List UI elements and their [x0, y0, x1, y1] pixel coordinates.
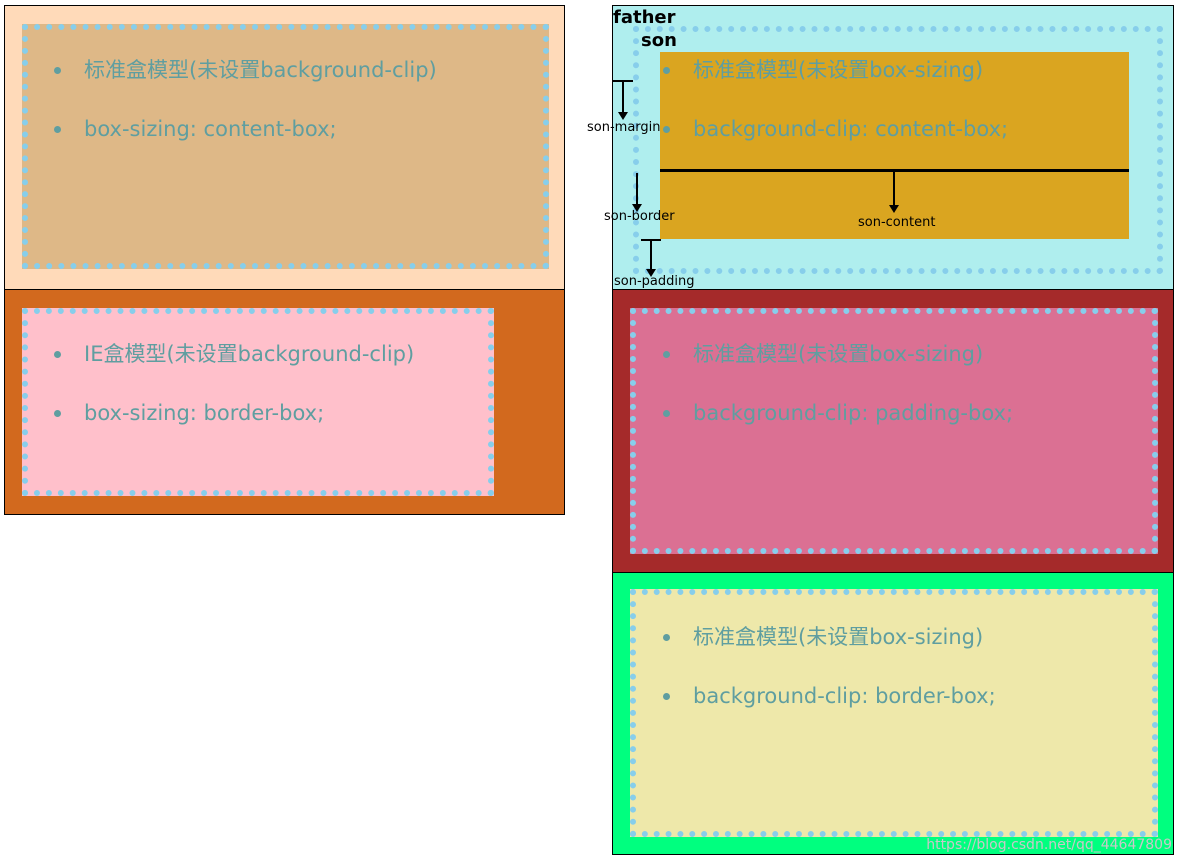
ie-line1: IE盒模型(未设置background-clip)	[84, 342, 415, 366]
list-item: background-clip: content-box;	[663, 117, 1009, 141]
padding-arrow-head	[646, 269, 656, 277]
ie-text-list: IE盒模型(未设置background-clip) box-sizing: bo…	[54, 342, 415, 425]
bullet-icon	[54, 67, 61, 74]
margin-arrow-head	[618, 112, 628, 120]
bullet-icon	[663, 126, 670, 133]
border-clip-line1: 标准盒模型(未设置box-sizing)	[693, 625, 984, 649]
father-box-content-clip: 标准盒模型(未设置box-sizing) background-clip: co…	[587, 5, 1174, 290]
standard-line2: box-sizing: content-box;	[84, 117, 337, 141]
standard-line1: 标准盒模型(未设置background-clip)	[84, 58, 437, 82]
bullet-icon	[663, 410, 670, 417]
list-item: box-sizing: border-box;	[54, 401, 414, 425]
son-margin-label: son-margin	[587, 120, 661, 135]
son-content-label: son-content	[858, 215, 936, 230]
bullet-icon	[663, 634, 670, 641]
father-box-standard: 标准盒模型(未设置background-clip) box-sizing: co…	[4, 5, 565, 290]
border-clip-line2: background-clip: border-box;	[693, 684, 996, 708]
father-box-padding-clip: 标准盒模型(未设置box-sizing) background-clip: pa…	[612, 289, 1174, 573]
bullet-icon	[54, 126, 61, 133]
father-label: father	[613, 7, 676, 28]
content-clip-line2: background-clip: content-box;	[693, 117, 1009, 141]
content-arrow-shaft	[893, 170, 895, 206]
bullet-icon	[663, 67, 670, 74]
son-box-padding-clip	[630, 308, 1158, 554]
son-border-label: son-border	[604, 209, 675, 224]
bullet-icon	[54, 410, 61, 417]
bullet-icon	[663, 693, 670, 700]
content-clip-text-list: 标准盒模型(未设置box-sizing) background-clip: co…	[663, 58, 1009, 141]
content-arrow-head	[889, 205, 899, 213]
padding-clip-text-list: 标准盒模型(未设置box-sizing) background-clip: pa…	[663, 342, 1014, 425]
son-box-ie	[22, 308, 494, 496]
list-item: 标准盒模型(未设置box-sizing)	[663, 342, 1013, 366]
son-box-standard	[22, 24, 549, 269]
list-item: 标准盒模型(未设置background-clip)	[54, 58, 437, 82]
ie-line2: box-sizing: border-box;	[84, 401, 325, 425]
son-label: son	[641, 30, 677, 51]
list-item: background-clip: border-box;	[663, 684, 996, 708]
list-item: 标准盒模型(未设置box-sizing)	[663, 625, 996, 649]
content-clip-line1: 标准盒模型(未设置box-sizing)	[693, 58, 984, 82]
list-item: box-sizing: content-box;	[54, 117, 437, 141]
son-box-border-clip	[630, 589, 1158, 837]
border-clip-text-list: 标准盒模型(未设置box-sizing) background-clip: bo…	[663, 625, 996, 708]
padding-clip-line1: 标准盒模型(未设置box-sizing)	[693, 342, 984, 366]
border-arrow-shaft	[636, 173, 638, 205]
bullet-icon	[663, 351, 670, 358]
watermark: https://blog.csdn.net/qq_44647809	[926, 837, 1172, 853]
border-arrow-head	[632, 204, 642, 212]
margin-arrow-shaft	[622, 81, 624, 113]
padding-clip-line2: background-clip: padding-box;	[693, 401, 1014, 425]
padding-arrow-shaft	[650, 240, 652, 270]
list-item: 标准盒模型(未设置box-sizing)	[663, 58, 1008, 82]
list-item: background-clip: padding-box;	[663, 401, 1014, 425]
father-box-border-clip: 标准盒模型(未设置box-sizing) background-clip: bo…	[612, 572, 1174, 855]
list-item: IE盒模型(未设置background-clip)	[54, 342, 415, 366]
father-box-ie: IE盒模型(未设置background-clip) box-sizing: bo…	[4, 289, 565, 515]
son-padding-label: son-padding	[614, 274, 695, 289]
bullet-icon	[54, 351, 61, 358]
standard-text-list: 标准盒模型(未设置background-clip) box-sizing: co…	[54, 58, 437, 141]
